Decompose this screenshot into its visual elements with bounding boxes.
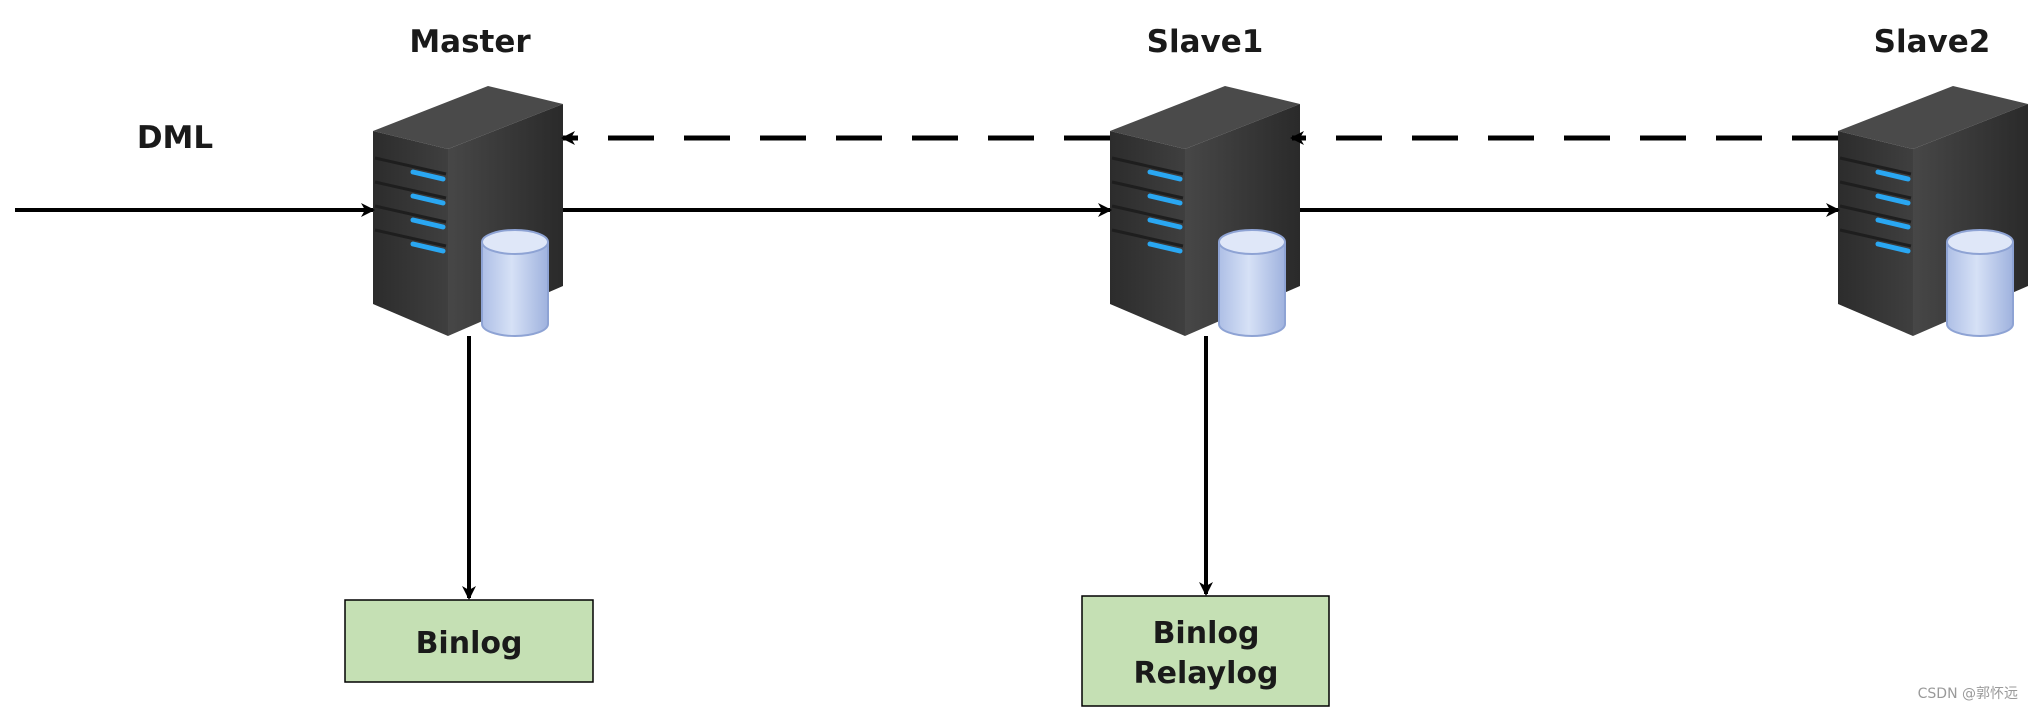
slave2-server-icon — [1838, 86, 2028, 337]
slave1-log-box: Binlog Relaylog — [1081, 595, 1330, 707]
master-server-icon — [373, 86, 563, 337]
slave2-database-icon — [1946, 229, 2014, 337]
watermark: CSDN @郭怀远 — [1918, 685, 2018, 702]
slave1-label: Slave1 — [1147, 24, 1264, 60]
master-binlog-box: Binlog — [344, 599, 594, 683]
master-binlog-label: Binlog — [416, 626, 523, 661]
slave1-relaylog-label: Relaylog — [1134, 656, 1279, 691]
slave1-database-icon — [1218, 229, 1286, 337]
master-label: Master — [409, 24, 531, 60]
slave1-server-icon — [1110, 86, 1300, 337]
slave1-binlog-label: Binlog — [1153, 616, 1260, 651]
dml-label: DML — [137, 120, 213, 156]
slave2-label: Slave2 — [1874, 24, 1991, 60]
master-database-icon — [481, 229, 549, 337]
